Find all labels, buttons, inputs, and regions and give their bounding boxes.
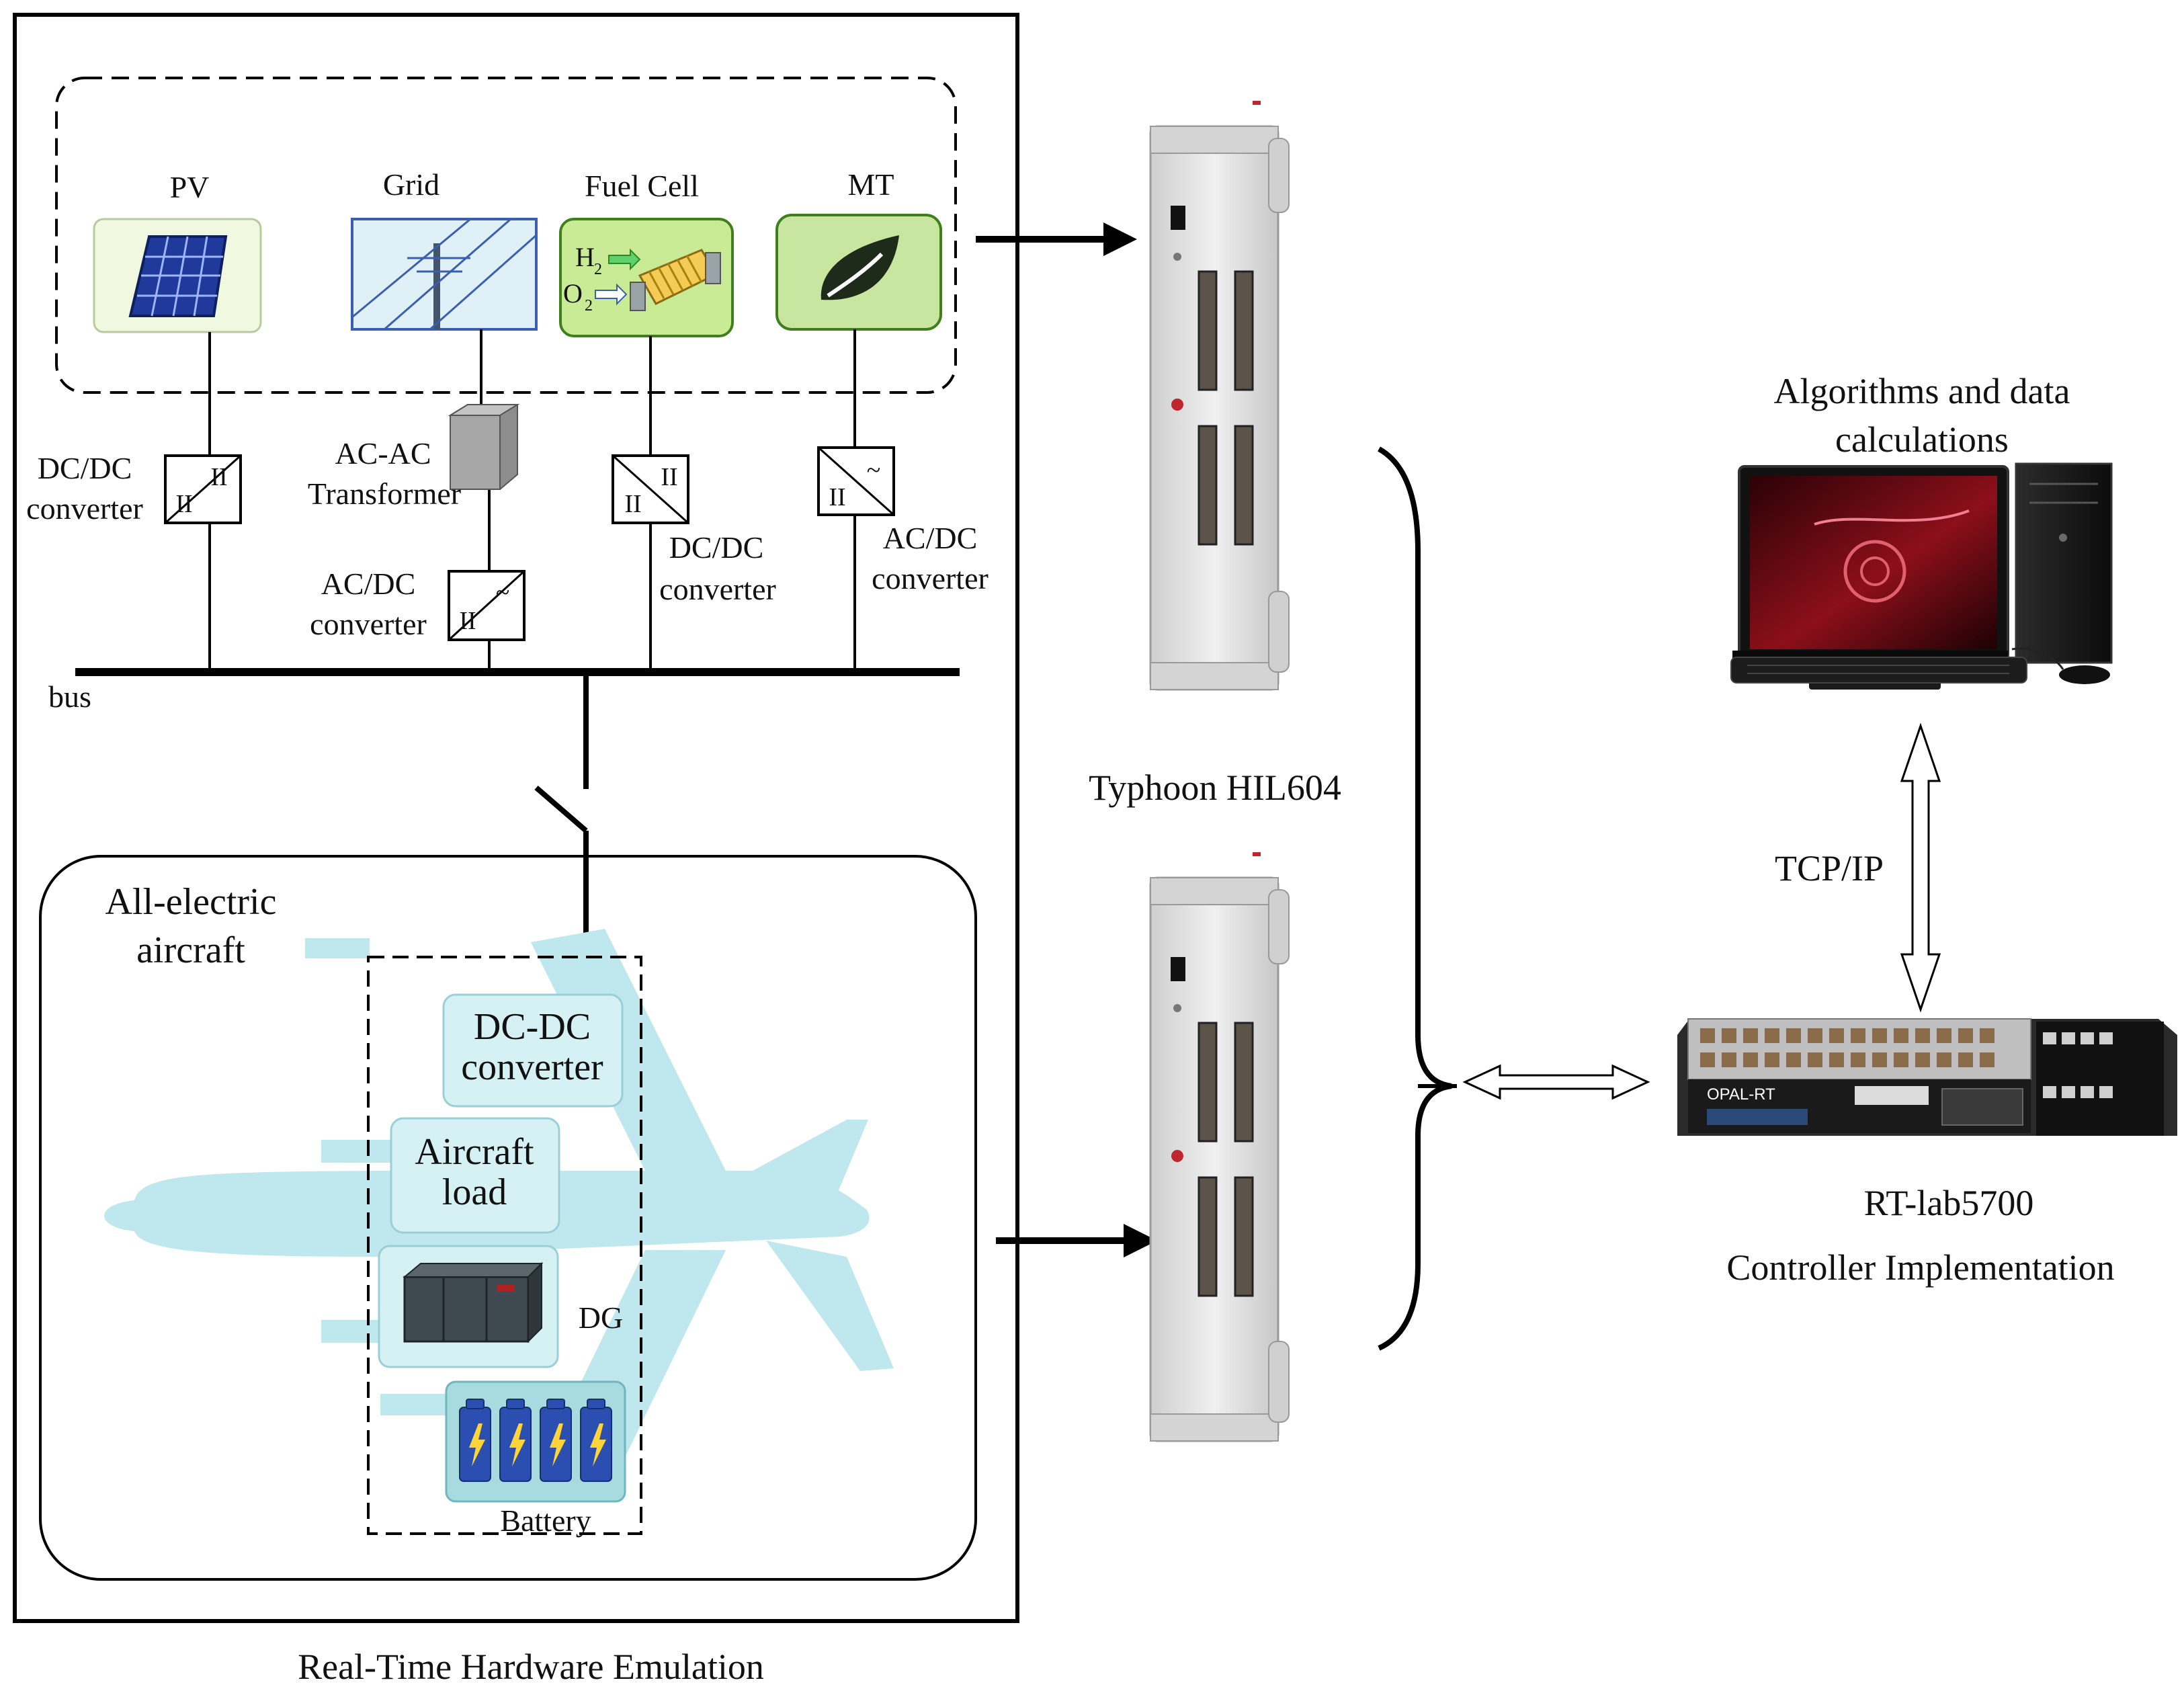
aircraft-dcdc-label-2: converter [461, 1046, 603, 1088]
grid-label: Grid [383, 167, 439, 202]
dg-label: DG [579, 1300, 623, 1335]
battery-label: Battery [500, 1503, 591, 1538]
rtlab-unit-icon: OPAL-RT [1677, 1018, 2177, 1136]
emulation-frame [13, 13, 1019, 1623]
tcpip-label: TCP/IP [1775, 848, 1884, 888]
fc-dcdc-label-2: converter [659, 572, 776, 606]
svg-text:II: II [624, 490, 641, 518]
svg-text:II: II [661, 463, 677, 491]
svg-text:H: H [575, 242, 595, 272]
aircraft-box [39, 855, 977, 1581]
svg-text:II: II [829, 483, 845, 511]
bus-label: bus [48, 679, 91, 714]
pv-dcdc-label-1: DC/DC [38, 451, 132, 485]
aircraft-subsystem-dashed-box [367, 956, 642, 1535]
aircraft-dcdc-label-1: DC-DC [474, 1006, 591, 1048]
svg-text:II: II [459, 607, 476, 635]
dg-icon [378, 1245, 559, 1368]
aircraft-title-1: All-electric [106, 881, 277, 923]
fuel-cell-icon: H 2 O 2 [559, 218, 734, 337]
fc-dcdc-converter-symbol: II II [612, 454, 689, 524]
fc-dcdc-label-1: DC/DC [669, 530, 764, 565]
mt-icon [775, 214, 942, 331]
mt-acdc-label-1: AC/DC [883, 521, 978, 555]
grid-acdc-label-1: AC/DC [321, 567, 416, 601]
pv-dcdc-label-2: converter [26, 491, 143, 526]
mt-label: MT [848, 167, 894, 202]
pv-label: PV [170, 170, 210, 204]
acac-transformer-symbol [448, 404, 520, 490]
grid-acdc-label-2: converter [310, 607, 427, 641]
grid-tower-icon [351, 218, 538, 331]
sources-dashed-box [55, 77, 957, 394]
bus-switch [534, 672, 589, 961]
mt-acdc-converter-symbol: ~ II [817, 446, 895, 516]
aircraft-title-2: aircraft [136, 929, 245, 971]
aircraft-dcdc-box [442, 993, 624, 1108]
svg-text:II: II [210, 463, 227, 491]
tcpip-double-arrow [1900, 722, 1941, 1013]
rtlab-label: RT-lab5700 [1864, 1183, 2034, 1223]
battery-icon [445, 1380, 626, 1503]
double-arrow-hil-rtlab [1462, 1064, 1650, 1100]
controller-label: Controller Implementation [1726, 1247, 2114, 1288]
computer-icon [1730, 462, 2113, 690]
svg-text:II: II [175, 490, 192, 518]
svg-text:~: ~ [867, 456, 881, 485]
emulation-caption: Real-Time Hardware Emulation [298, 1647, 764, 1687]
typhoon-hil-unit-bottom [1149, 852, 1290, 1442]
acac-label-2: Transformer [308, 476, 461, 511]
feeder-lines [208, 329, 856, 672]
mt-acdc-label-2: converter [872, 561, 989, 595]
typhoon-hil-unit-top [1149, 101, 1290, 691]
aircraft-load-label-2: load [442, 1171, 507, 1213]
hil-bracket [1377, 446, 1452, 1351]
pv-dcdc-converter-symbol: II II [164, 454, 242, 524]
typhoon-label: Typhoon HIL604 [1089, 768, 1341, 808]
pv-icon [93, 218, 262, 333]
svg-text:~: ~ [496, 579, 510, 607]
pc-label-2: calculations [1835, 419, 2009, 460]
svg-text:O: O [563, 278, 583, 308]
acac-label-1: AC-AC [335, 436, 431, 470]
aircraft-load-label-1: Aircraft [415, 1131, 534, 1173]
pc-label-1: Algorithms and data [1774, 371, 2070, 411]
svg-text:2: 2 [594, 261, 602, 278]
grid-acdc-converter-symbol: ~ II [448, 570, 526, 641]
fuel-cell-label: Fuel Cell [585, 169, 699, 203]
svg-text:OPAL-RT: OPAL-RT [1707, 1085, 1775, 1104]
aircraft-load-box [390, 1117, 560, 1234]
svg-text:2: 2 [585, 297, 593, 315]
